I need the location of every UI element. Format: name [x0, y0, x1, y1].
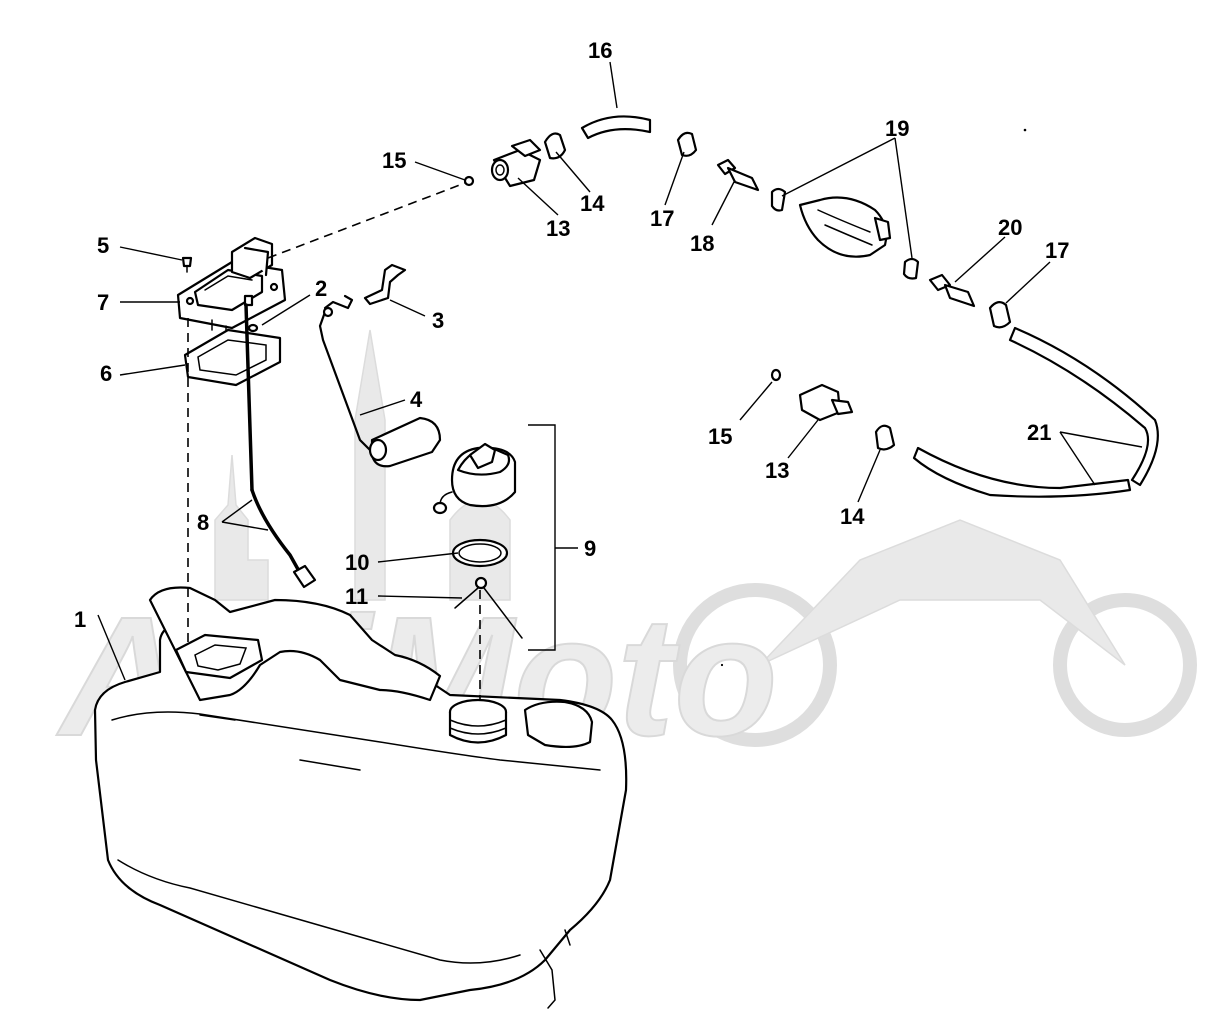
cap-retainer [454, 576, 523, 639]
callout-15a: 15 [382, 148, 406, 173]
callout-17a: 17 [650, 206, 674, 231]
screw [181, 256, 193, 273]
hose-clamp-lower [874, 424, 896, 451]
o-ring-upper [463, 175, 475, 187]
callout-13b: 13 [765, 458, 789, 483]
fuel-hose-short [580, 115, 652, 140]
callout-1: 1 [74, 607, 86, 632]
watermark-bike-frame [759, 519, 1126, 666]
assembly-bracket [528, 424, 556, 651]
callout-16: 16 [588, 38, 612, 63]
gasket [183, 328, 282, 387]
speck [720, 663, 724, 667]
callout-17b: 17 [1045, 238, 1069, 263]
assembly-line-connector [267, 182, 466, 259]
callout-9: 9 [584, 536, 596, 561]
callout-14a: 14 [580, 191, 605, 216]
callout-10: 10 [345, 550, 369, 575]
callout-20: 20 [998, 215, 1022, 240]
callout-19: 19 [885, 116, 909, 141]
fuel-tank [93, 586, 628, 1009]
callout-6: 6 [100, 361, 112, 386]
barb-fitting-2 [928, 273, 976, 308]
fuel-hose-long [912, 326, 1159, 498]
watermark-tower-left [214, 454, 269, 601]
hose-clamp-a [676, 131, 698, 157]
cap-gasket-inner [458, 543, 502, 563]
callout-18: 18 [690, 231, 714, 256]
callout-2: 2 [315, 276, 327, 301]
o-ring-lower [770, 368, 782, 382]
callout-15b: 15 [708, 424, 732, 449]
callout-3: 3 [432, 308, 444, 333]
callout-5: 5 [97, 233, 109, 258]
float-clip [363, 263, 407, 306]
watermark-spire [354, 329, 386, 601]
leader-lines [97, 61, 1143, 681]
connector-plate [176, 236, 287, 335]
watermark-front-wheel [673, 583, 837, 747]
tank-connector-upper [490, 138, 542, 188]
callout-13a: 13 [546, 216, 570, 241]
o-ring [247, 323, 259, 333]
fuel-cap [432, 442, 517, 515]
callout-11: 11 [345, 584, 368, 609]
engine-connector-lower [798, 383, 854, 422]
callout-21: 21 [1027, 420, 1051, 445]
callout-4: 4 [410, 387, 423, 412]
hose-clamp-upper [543, 132, 567, 160]
speck [1023, 128, 1027, 132]
watermark-rear-wheel [1053, 593, 1197, 737]
callout-labels: 1 2 3 4 5 6 7 8 9 10 11 13 13 14 14 15 1… [74, 38, 1069, 632]
callout-8: 8 [197, 510, 209, 535]
callout-14b: 14 [840, 504, 865, 529]
hose-clamp-b [988, 301, 1012, 329]
primer-bulb [770, 187, 920, 280]
fuel-gauge-float [318, 294, 442, 468]
pickup-tube [243, 294, 317, 589]
barb-fitting [716, 158, 760, 192]
callout-7: 7 [97, 290, 109, 315]
